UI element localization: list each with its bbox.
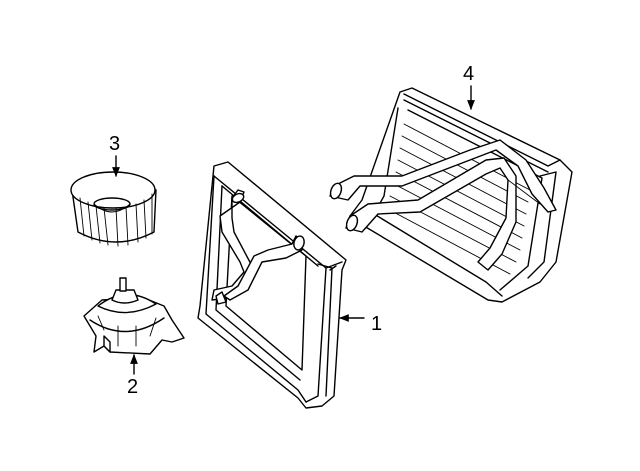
evaporator-core bbox=[197, 161, 347, 409]
callout-number-3: 3 bbox=[109, 133, 120, 155]
callout-2: 2 bbox=[127, 354, 138, 398]
callout-number-1: 1 bbox=[371, 313, 382, 335]
callout-3: 3 bbox=[109, 133, 120, 177]
blower-motor bbox=[83, 277, 185, 355]
callout-4: 4 bbox=[463, 63, 475, 110]
heater-core-tubes bbox=[329, 139, 557, 271]
callout-number-2: 2 bbox=[127, 376, 138, 398]
heater-core bbox=[329, 87, 573, 303]
callout-number-4: 4 bbox=[463, 63, 474, 85]
blower-wheel-blades bbox=[79, 193, 153, 247]
callout-1: 1 bbox=[339, 313, 382, 335]
evaporator-tubes bbox=[211, 189, 305, 305]
blower-wheel bbox=[70, 171, 157, 247]
